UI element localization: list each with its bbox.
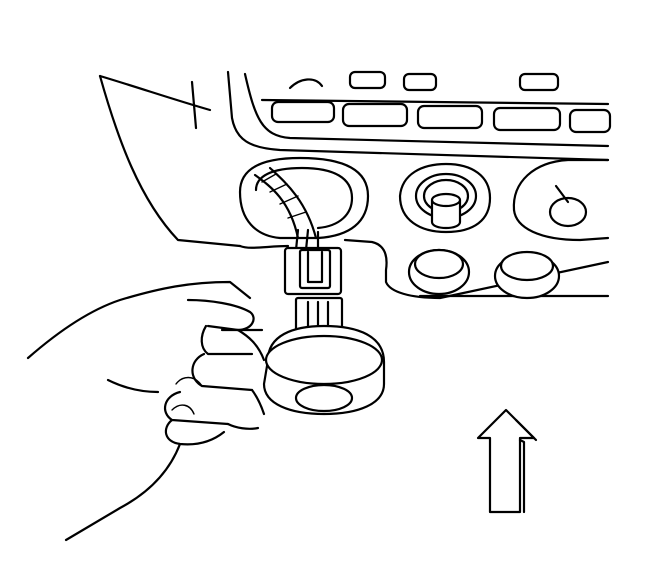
- radio-button-top-2: [402, 72, 438, 92]
- radio-preset-3: [416, 104, 484, 130]
- wiring-harness: [253, 166, 320, 252]
- radio-bezel: [243, 70, 612, 148]
- hvac-temperature-knob: [512, 158, 610, 242]
- radio-preset-2: [341, 102, 409, 128]
- electrical-connector: [283, 246, 343, 296]
- mode-knob-right: [493, 250, 561, 300]
- hazard-switch-opening: [238, 156, 370, 240]
- radio-preset-5: [568, 108, 612, 134]
- technician-hand: [26, 280, 266, 542]
- radio-preset-1: [270, 100, 336, 124]
- radio-button-top-1: [348, 70, 387, 90]
- mode-knob-left: [407, 248, 471, 296]
- radio-button-top-3: [518, 72, 560, 92]
- radio-preset-4: [492, 106, 562, 132]
- up-arrow-icon: [476, 408, 538, 514]
- switch-assembly: [262, 296, 386, 416]
- hvac-blower-knob: [398, 162, 492, 234]
- instrument-panel: [98, 70, 610, 300]
